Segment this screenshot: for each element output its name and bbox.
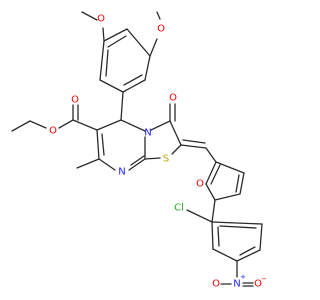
atom-label-o-ome-mid: O	[157, 24, 165, 35]
atom-label-s-ring: S	[163, 154, 169, 165]
atom-label-n-nitro: N	[233, 279, 240, 290]
charge-o-nitro: −	[261, 275, 267, 283]
atom-label-n-imine: N	[118, 167, 125, 178]
atom-label-o-ome-top: O	[97, 14, 105, 25]
atom-label-o-ester-carbonyl: O	[71, 95, 79, 106]
atom-labels: O O O O N O S N O Cl N + O O −	[49, 14, 267, 290]
atom-label-o-ketone: O	[169, 93, 177, 104]
atom-label-o-furan: O	[196, 179, 204, 190]
atom-label-cl: Cl	[174, 203, 184, 214]
bond-lines	[11, 11, 263, 287]
atom-label-o-nitro-2: O	[254, 279, 262, 290]
atom-label-o-nitro-1: O	[212, 279, 220, 290]
molecule-drawing: O O O O N O S N O Cl N + O O −	[11, 11, 267, 290]
atom-label-o-ester: O	[49, 126, 57, 137]
atom-label-n-ring: N	[144, 128, 151, 139]
structure-diagram: O O O O N O S N O Cl N + O O −	[11, 11, 267, 290]
charge-n-nitro: +	[240, 273, 246, 281]
